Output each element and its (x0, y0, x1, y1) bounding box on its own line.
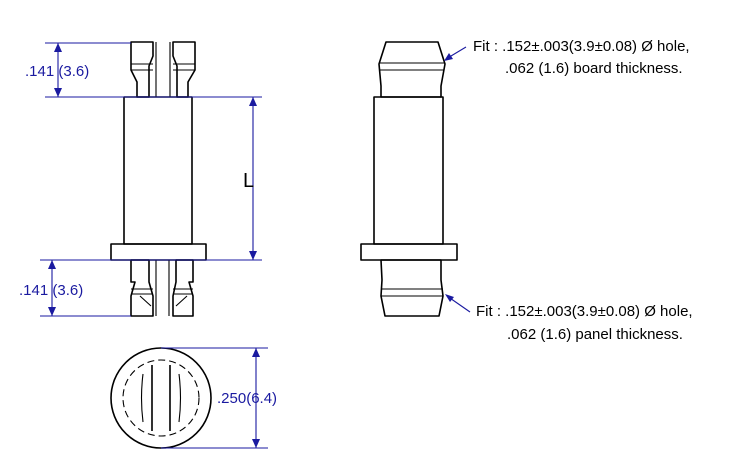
diameter-dimension (161, 347, 268, 449)
top-view (110, 347, 212, 449)
front-flange (110, 243, 207, 261)
bottom-height-label: .141 (3.6) (19, 282, 83, 299)
side-view (360, 41, 458, 317)
panel-fit-leader (445, 294, 471, 313)
board-fit-note-line2: .062 (1.6) board thickness. (505, 60, 683, 77)
board-fit-note-line1: Fit : .152±.003(3.9±0.08) Ø hole, (473, 38, 690, 55)
diameter-label: .250(6.4) (217, 390, 277, 407)
front-body (123, 96, 193, 245)
side-body (373, 96, 444, 245)
length-dimension (249, 97, 257, 260)
side-flange (360, 243, 458, 261)
front-bottom-latch (130, 259, 194, 317)
board-fit-leader (444, 46, 467, 61)
length-label: L (243, 170, 254, 192)
top-height-dimension (45, 42, 262, 98)
front-view (110, 41, 207, 317)
panel-fit-note-line2: .062 (1.6) panel thickness. (507, 326, 683, 343)
side-bottom-barb (380, 259, 444, 317)
panel-fit-note-line1: Fit : .152±.003(3.9±0.08) Ø hole, (476, 303, 693, 320)
bottom-height-dimension (40, 259, 262, 317)
top-height-label: .141 (3.6) (25, 63, 89, 80)
front-top-latch (130, 41, 196, 98)
